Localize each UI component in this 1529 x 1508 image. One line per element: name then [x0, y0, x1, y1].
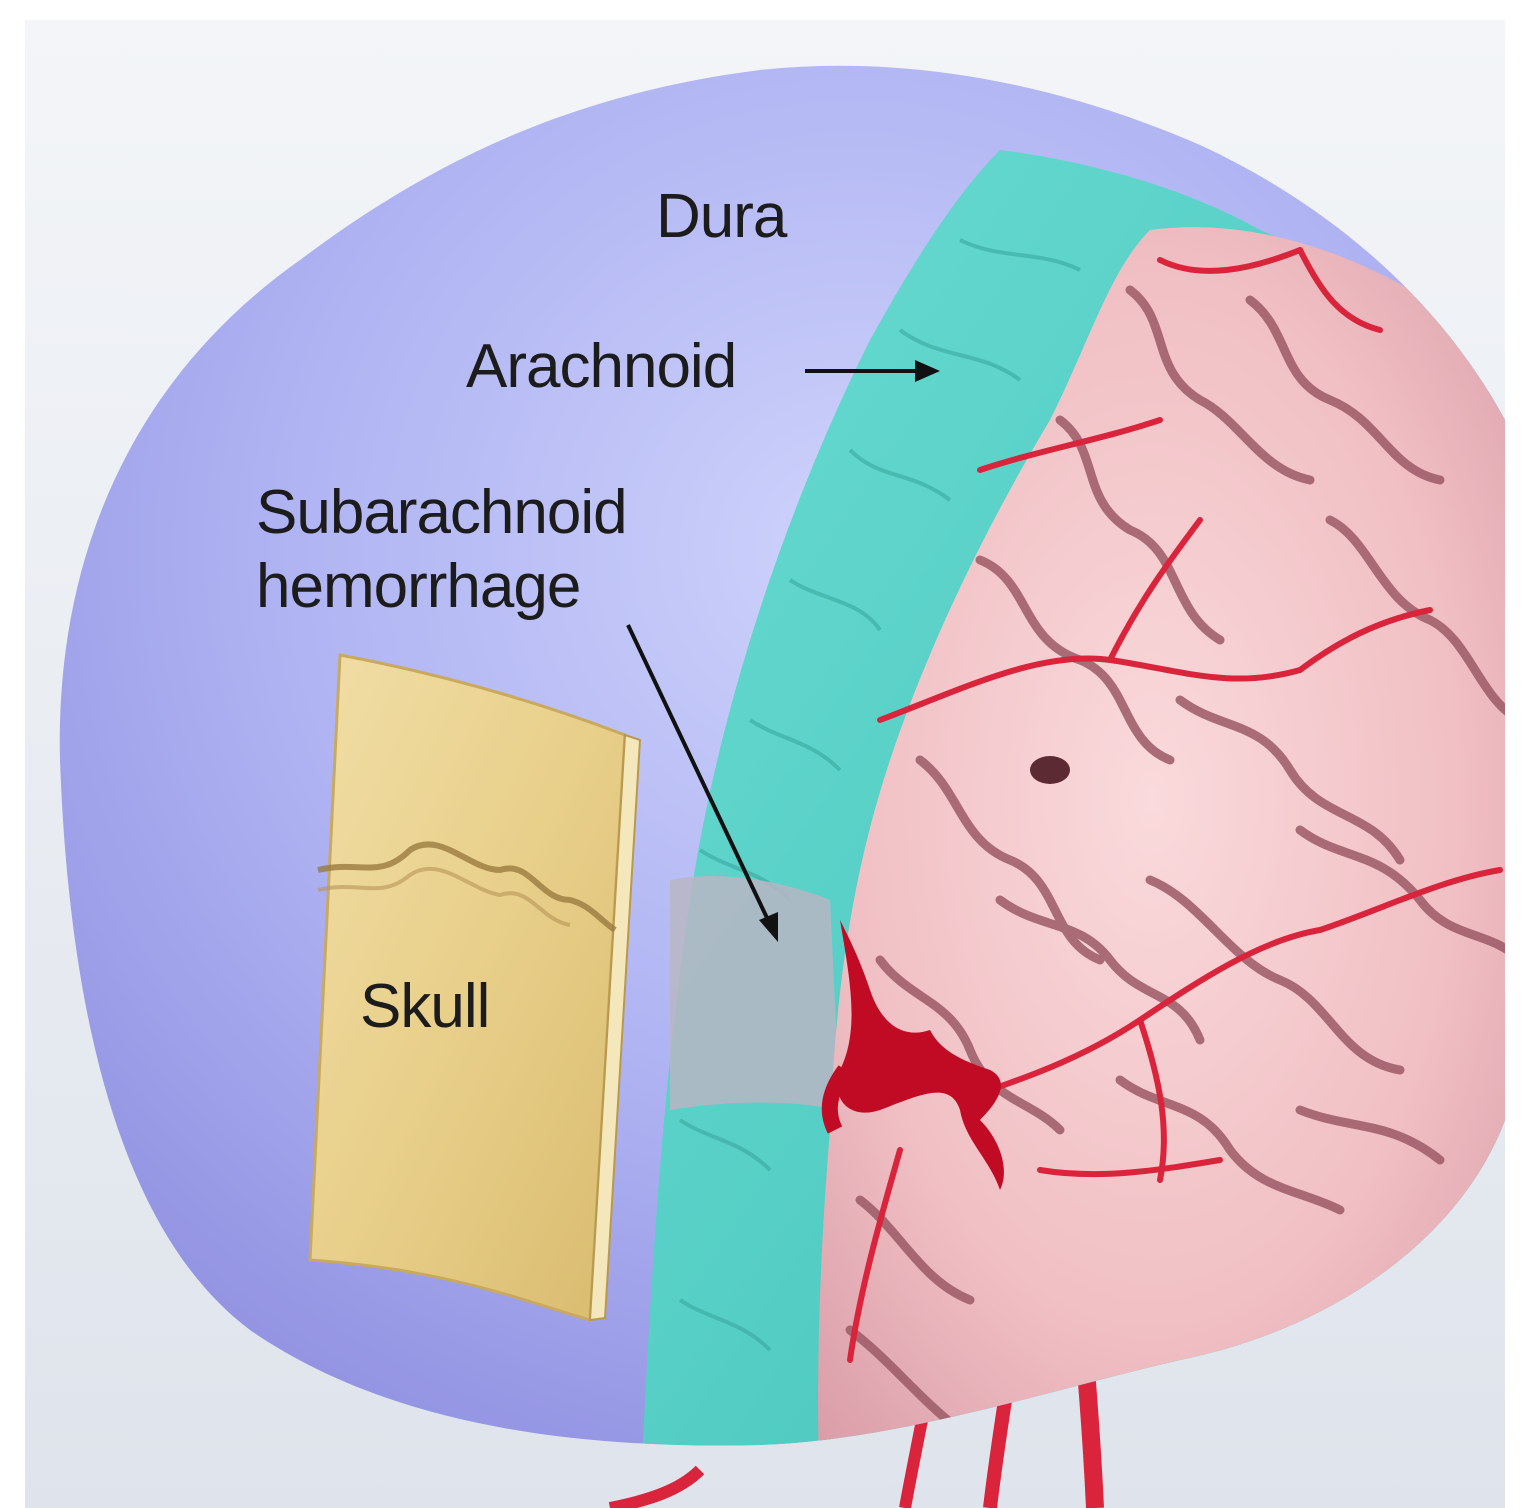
subarachnoid-label-line2: hemorrhage	[256, 550, 627, 624]
arachnoid-label: Arachnoid	[466, 330, 736, 404]
dura-label: Dura	[656, 180, 786, 254]
subarachnoid-space	[670, 876, 840, 1110]
subarachnoid-hemorrhage-label: Subarachnoid hemorrhage	[256, 476, 627, 624]
skull-label: Skull	[360, 970, 489, 1044]
sulcus-pit	[1030, 756, 1070, 784]
subarachnoid-label-line1: Subarachnoid	[256, 476, 627, 550]
